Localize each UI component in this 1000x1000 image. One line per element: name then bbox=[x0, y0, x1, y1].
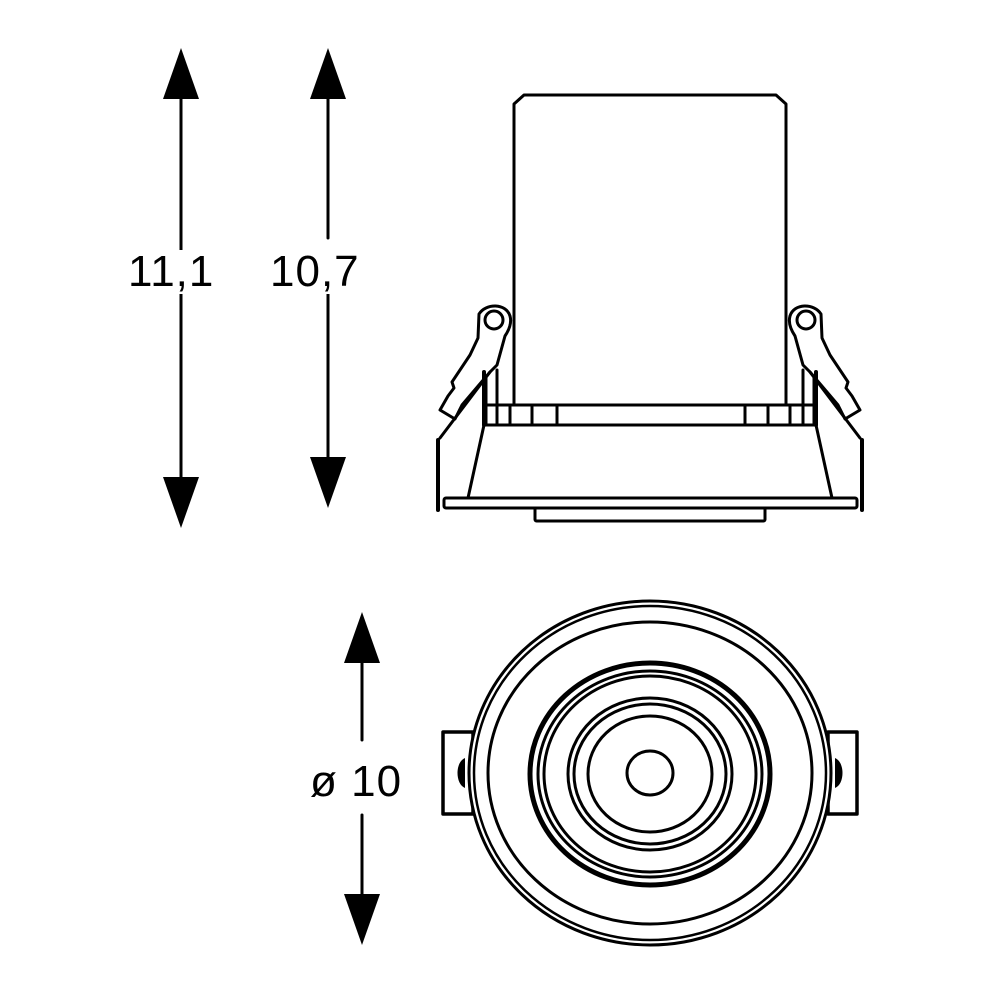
dimension-label-housing-height: 10,7 bbox=[270, 247, 360, 296]
bottom-view bbox=[441, 599, 859, 947]
housing bbox=[512, 93, 788, 407]
side-tab-right bbox=[812, 730, 859, 816]
trim-ring bbox=[486, 620, 814, 926]
trim-body bbox=[466, 423, 834, 500]
clip-pivot-left bbox=[483, 309, 505, 331]
dimension-label-diameter: ø 10 bbox=[310, 757, 403, 806]
clip-pivot-right bbox=[795, 309, 817, 331]
arrowhead-down-icon bbox=[163, 477, 199, 528]
arrowhead-up-icon bbox=[310, 48, 346, 99]
mounting-band bbox=[482, 403, 818, 427]
lens-holder-outer bbox=[527, 660, 773, 888]
spring-clip-right bbox=[787, 304, 864, 512]
reflector-ring bbox=[566, 696, 734, 852]
dimension-arrow-total-height bbox=[163, 48, 199, 528]
arrowhead-up-icon bbox=[344, 612, 380, 663]
arrowhead-up-icon bbox=[163, 48, 199, 99]
led-center bbox=[625, 749, 675, 797]
band-divisions bbox=[508, 403, 792, 427]
dimension-label-total-height: 11,1 bbox=[128, 247, 215, 296]
outer-ring bbox=[467, 599, 833, 947]
arrowhead-down-icon bbox=[344, 894, 380, 945]
side-view bbox=[436, 93, 864, 523]
dimension-arrow-housing-height bbox=[310, 48, 346, 508]
arrowhead-down-icon bbox=[310, 457, 346, 508]
spring-clip-left bbox=[436, 304, 513, 512]
dimension-arrow-diameter bbox=[344, 612, 380, 945]
